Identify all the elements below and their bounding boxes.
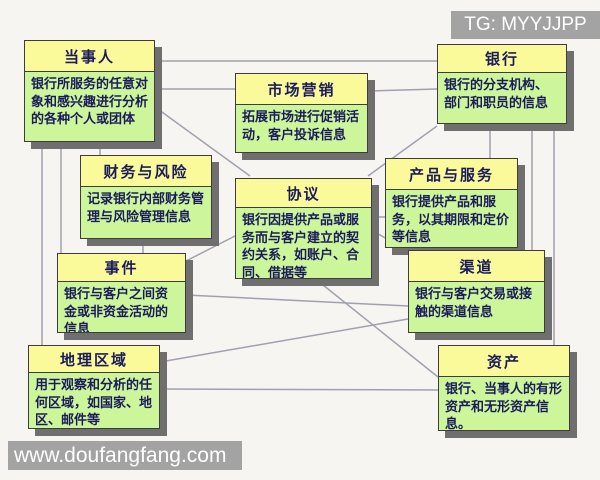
connector-line <box>159 388 439 391</box>
entity-title: 渠道 <box>409 251 544 281</box>
entity-desc: 银行、当事人的有形资产和无形资产信息。 <box>439 376 569 430</box>
entity-box-products-services: 产品与服务 银行提供产品和服务，以其期限和定价等信息 <box>385 158 518 248</box>
entity-box-marketing: 市场营销 拓展市场进行促销活动，客户投诉信息 <box>235 73 368 153</box>
entity-box-event: 事件 银行与客户之间资金或非资金活动的信息 <box>57 253 186 333</box>
entity-title: 产品与服务 <box>386 159 517 189</box>
entity-box-party: 当事人 银行所服务的任意对象和感兴趣进行分析的各种个人或团体 <box>24 40 155 142</box>
entity-title: 事件 <box>58 254 185 281</box>
entity-desc: 银行与客户交易或接触的渠道信息 <box>409 281 544 332</box>
entity-title: 资产 <box>439 346 569 376</box>
entity-title: 财务与风险 <box>81 156 211 186</box>
entity-desc: 银行因提供产品或服务而与客户建立的契约关系，如账户、合同、借据等 <box>236 207 371 278</box>
connector-line <box>185 235 236 262</box>
entity-box-asset: 资产 银行、当事人的有形资产和无形资产信息。 <box>438 345 570 431</box>
entity-box-finance-risk: 财务与风险 记录银行内部财务管理与风险管理信息 <box>80 155 212 239</box>
entity-desc: 拓展市场进行促销活动，客户投诉信息 <box>236 104 367 152</box>
entity-desc: 银行所服务的任意对象和感兴趣进行分析的各种个人或团体 <box>25 71 154 141</box>
connector-line <box>367 88 438 92</box>
entity-box-geography: 地理区域 用于观察和分析的任何区域，如国家、地区、邮件等 <box>28 345 160 429</box>
connector-line <box>154 106 251 177</box>
entity-desc: 银行与客户之间资金或非资金活动的信息 <box>58 281 185 332</box>
entity-title: 银行 <box>438 45 566 72</box>
connector-line <box>185 294 409 307</box>
telegram-watermark: TG: MYYJJPP <box>451 11 600 39</box>
connector-line <box>317 280 439 378</box>
entity-title: 市场营销 <box>236 74 367 104</box>
entity-title: 地理区域 <box>29 346 159 372</box>
connector-line <box>367 125 438 177</box>
entity-box-channel: 渠道 银行与客户交易或接触的渠道信息 <box>408 250 545 333</box>
entity-desc: 用于观察和分析的任何区域，如国家、地区、邮件等 <box>29 372 159 428</box>
entity-desc: 银行提供产品和服务，以其期限和定价等信息 <box>386 189 517 247</box>
entity-box-bank: 银行 银行的分支机构、部门和职员的信息 <box>437 44 567 124</box>
entity-desc: 记录银行内部财务管理与风险管理信息 <box>81 186 211 238</box>
entity-title: 当事人 <box>25 41 154 71</box>
entity-title: 协议 <box>236 179 371 207</box>
site-watermark: www.doufangfang.com <box>8 441 242 470</box>
entity-desc: 银行的分支机构、部门和职员的信息 <box>438 72 566 123</box>
connector-line <box>159 318 409 363</box>
entity-box-agreement: 协议 银行因提供产品或服务而与客户建立的契约关系，如账户、合同、借据等 <box>235 178 372 279</box>
